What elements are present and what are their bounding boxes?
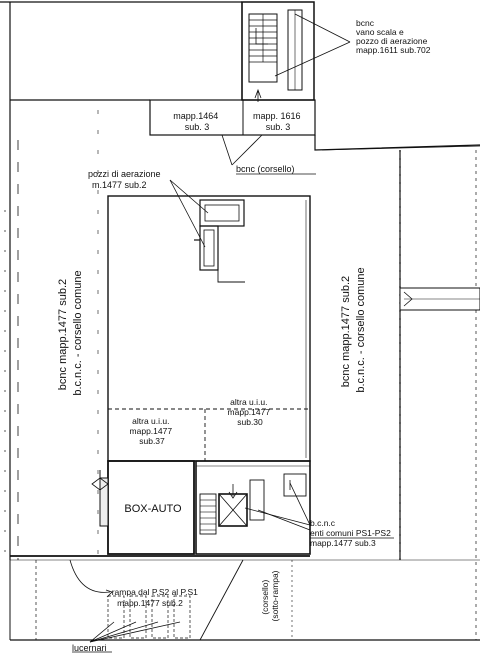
pozzi-label: pozzi di aerazione m.1477 sub.2: [88, 169, 163, 190]
rampa-label: rampa dal P.S2 al P.S1 mapp.1477 sub.2: [112, 587, 201, 608]
left-outer-wall: [4, 100, 99, 560]
mapp1464-label: mapp.1464 sub. 3: [173, 111, 221, 132]
bcnc-vano-label: bcnc vano scala e pozzo di aerazione map…: [356, 18, 431, 55]
altra-uiu-30-label: altra u.i.u. mapp.1477 sub.30: [228, 397, 273, 427]
corsello-sotto-label: (corsello) (sotto-rampa): [260, 570, 280, 621]
top-left-block: [0, 1, 243, 101]
right-vertical-label: bcnc mapp.1477 sub.2 b.c.n.c. - corsello…: [340, 267, 367, 392]
stairwell: [241, 1, 315, 101]
ramp-area: [9, 555, 480, 641]
box-auto-room: [91, 460, 195, 555]
left-vertical-label: bcnc mapp.1477 sub.2 b.c.n.c. - corsello…: [57, 270, 84, 395]
bcnc-corsello-label: bcnc (corsello): [236, 164, 295, 174]
box-auto-label: BOX-AUTO: [124, 503, 182, 515]
altra-uiu-37-label: altra u.i.u. mapp.1477 sub.37: [130, 416, 175, 446]
right-outer-wall: [314, 135, 480, 640]
bcnc-enti-label: b.c.n.c enti comuni PS1-PS2 mapp.1477 su…: [310, 518, 393, 548]
mapp-strip: [149, 88, 316, 136]
lucernari-label: lucernari: [72, 643, 107, 653]
mapp1616-label: mapp. 1616 sub. 3: [253, 111, 303, 132]
lift-core: [195, 460, 311, 555]
leader-lines: [89, 13, 351, 643]
